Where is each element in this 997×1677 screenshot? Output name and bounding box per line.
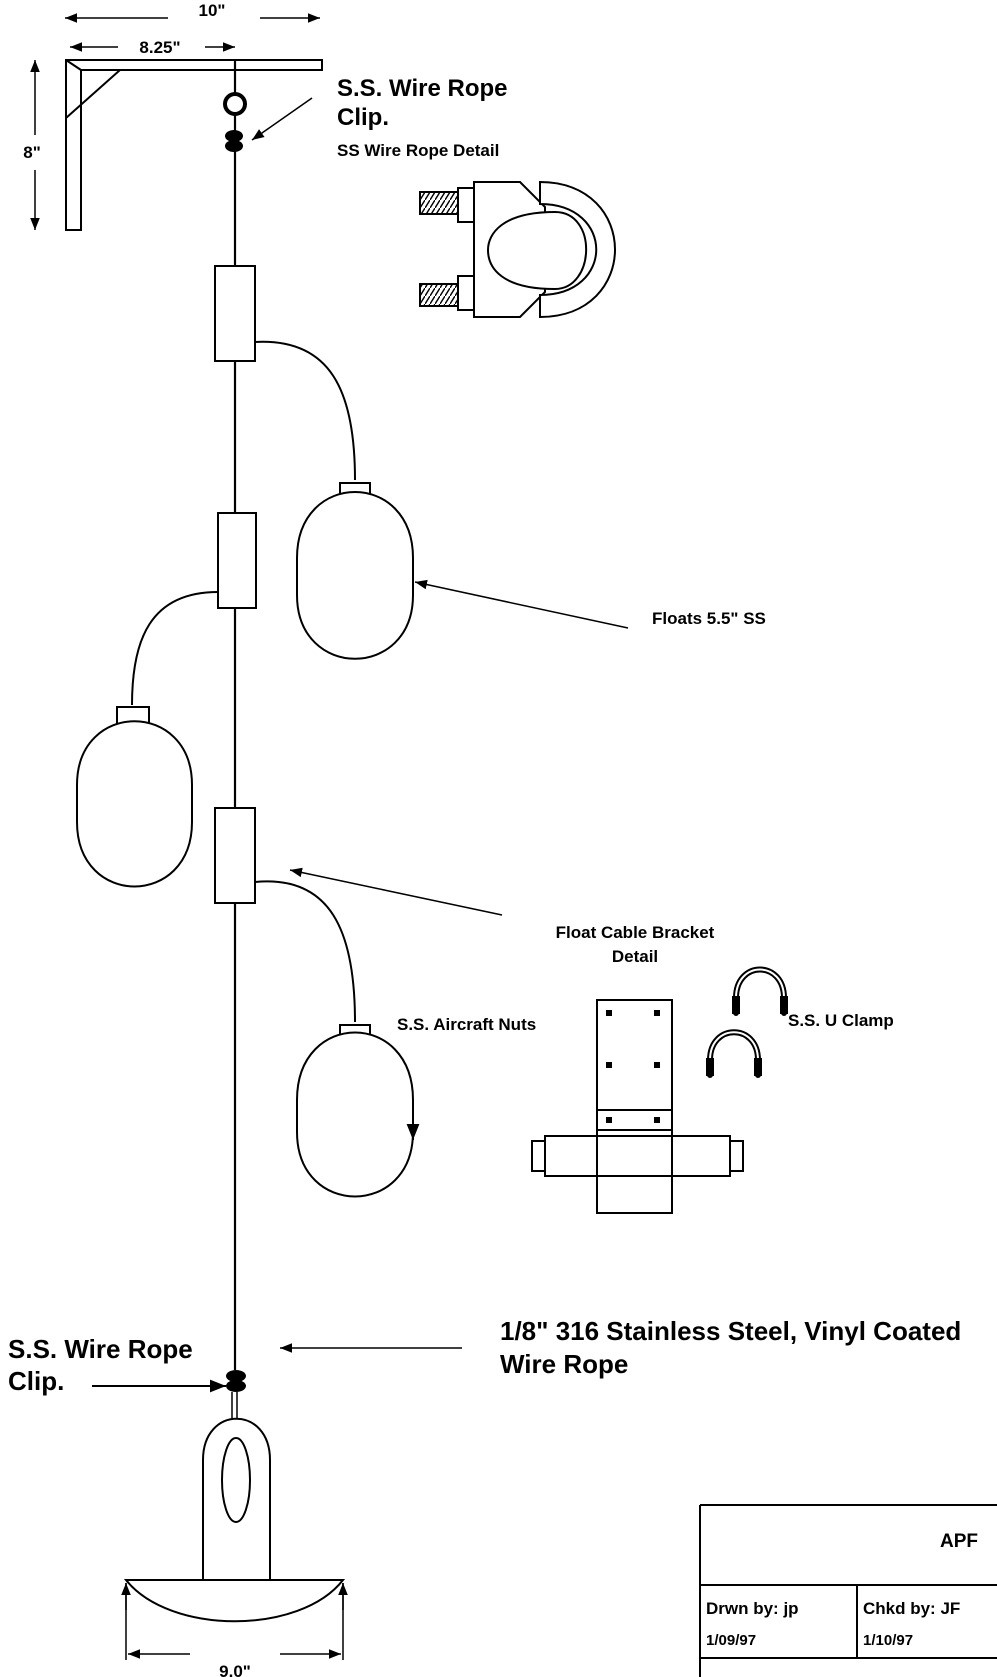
u-clamp-detail: [707, 966, 787, 1078]
float-3: [214, 807, 420, 1198]
bracket-detail-label-line2: Detail: [612, 947, 658, 966]
bottom-wire-rope-clip: [226, 1370, 246, 1392]
top-clip-leader: [251, 97, 313, 141]
dimension-top-width: 10": [65, 1, 320, 23]
aircraft-nut-markers: [606, 1010, 660, 1123]
dimension-arm-length: 8.25": [70, 38, 235, 57]
wire-rope-clip-detail: [419, 180, 616, 319]
title-block-checked-date: 1/10/97: [863, 1632, 913, 1649]
title-block-checked-by: Chkd by: JF: [863, 1599, 960, 1618]
title-block: [699, 1504, 997, 1677]
dimension-anchor-width: 9.0": [121, 1583, 348, 1677]
u-clamp-threads: [706, 996, 788, 1076]
rope-label-line1: 1/8" 316 Stainless Steel, Vinyl Coated: [500, 1316, 961, 1346]
title-block-drawn-by: Drwn by: jp: [706, 1599, 799, 1618]
top-eye-ring: [223, 92, 247, 116]
floats-leader: [414, 579, 629, 629]
dimension-label-8: 8": [23, 143, 41, 162]
bottom-clip-label-line2: Clip.: [8, 1366, 64, 1396]
aircraft-nuts-label: S.S. Aircraft Nuts: [397, 1015, 536, 1034]
float-cable-bracket-detail: [531, 999, 744, 1214]
float-2: [76, 512, 257, 888]
wire-rope-detail-label: SS Wire Rope Detail: [337, 141, 499, 160]
bracket-detail-leader: [289, 867, 503, 916]
floats-label: Floats 5.5" SS: [652, 609, 766, 628]
dimension-label-8-25: 8.25": [139, 38, 180, 57]
rope-label-line2: Wire Rope: [500, 1349, 628, 1379]
float-cable-bracket-2: [217, 512, 257, 609]
title-block-drawn-date: 1/09/97: [706, 1632, 756, 1649]
top-wire-rope-clip: [225, 130, 243, 152]
bottom-clip-label-line1: S.S. Wire Rope: [8, 1334, 193, 1364]
float-1: [214, 265, 414, 660]
dimension-label-10: 10": [199, 1, 226, 20]
top-clip-label-line2: Clip.: [337, 104, 389, 131]
dimension-label-9-0: 9.0": [219, 1662, 251, 1677]
float-cable-bracket-3: [214, 807, 256, 904]
bracket-detail-label-line1: Float Cable Bracket: [556, 923, 715, 942]
mounting-bracket: [65, 59, 323, 231]
title-block-title: APF: [940, 1531, 978, 1552]
anchor-weight: [123, 1417, 346, 1623]
u-clamp-label: S.S. U Clamp: [788, 1011, 894, 1030]
dimension-bracket-height: 8": [23, 60, 41, 230]
top-clip-label-line1: S.S. Wire Rope: [337, 75, 507, 102]
float-cable-bracket-1: [214, 265, 256, 362]
